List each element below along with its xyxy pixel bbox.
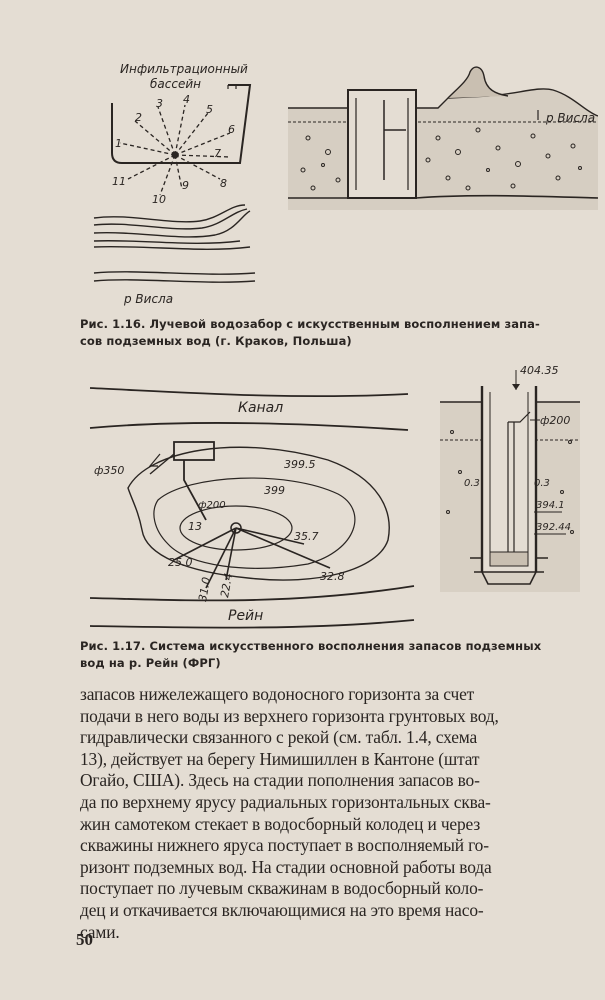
- elevation-bottom-label: 392.44: [536, 522, 571, 533]
- radial-number-10: 10: [152, 193, 166, 206]
- body-line: ризонт подземных вод. На стадии основной…: [80, 856, 492, 877]
- length-label-b: 32.8: [320, 570, 345, 583]
- width-right-label: 0.3: [534, 478, 550, 489]
- body-line: подачи в него воды из верхнего горизонта…: [80, 705, 499, 726]
- radial-number-1: 1: [115, 137, 122, 150]
- radial-number-9: 9: [182, 179, 189, 192]
- length-label-d: 31.0: [196, 576, 213, 602]
- body-line: дец и откачивается включающимися на это …: [80, 899, 484, 920]
- page-number: 50: [76, 930, 93, 949]
- well-count-label: 13: [188, 520, 202, 533]
- contour-outer-label: 399.5: [284, 458, 316, 471]
- width-left-label: 0.3: [464, 478, 480, 489]
- radial-number-3: 3: [156, 97, 163, 110]
- radial-number-5: 5: [206, 103, 213, 116]
- body-line: сами.: [80, 921, 120, 942]
- radial-number-4: 4: [183, 93, 190, 106]
- figure-1-16-caption-line1: Рис. 1.16. Лучевой водозабор с искусстве…: [80, 317, 540, 331]
- figure-1-16-section: р Висла: [288, 66, 598, 210]
- figure-1-17-well-section: 404.35 ф200 0.3 0.3 394.1 392.44: [440, 364, 580, 592]
- figure-1-16-caption-line2: сов подземных вод (г. Краков, Польша): [80, 334, 352, 348]
- body-line: Огайо, США). Здесь на стадии пополнения …: [80, 770, 480, 791]
- basin-label-line1: Инфильтрационный: [120, 62, 248, 76]
- figure-1-17-plan: Канал ф350 399.5 399 ф200 13 35.7 32.8 2…: [89, 387, 415, 629]
- body-paragraph: запасов нижележащего водоносного горизон…: [80, 684, 600, 943]
- river-label-left: р Висла: [123, 292, 173, 306]
- figure-1-17-caption-line1: Рис. 1.17. Система искусственного воспол…: [80, 639, 542, 653]
- pipe-diameter-label: ф350: [94, 464, 124, 477]
- figure-1-16-plan: Инфильтрационный бассейн 1 2 3 4 5 6: [93, 62, 256, 306]
- length-label-a: 35.7: [294, 530, 319, 543]
- figure-1-17-caption: Рис. 1.17. Система искусственного воспол…: [80, 638, 600, 672]
- body-line: поступает по лучевым скважинам в водосбо…: [80, 878, 484, 899]
- canal-label: Канал: [238, 400, 283, 416]
- body-line: запасов нижележащего водоносного горизон…: [80, 684, 475, 704]
- length-label-c: 22.4: [218, 572, 235, 598]
- figure-1-16-caption: Рис. 1.16. Лучевой водозабор с искусстве…: [80, 316, 600, 350]
- contour-inner-label: 399: [264, 484, 285, 497]
- figure-1-17-caption-line2: вод на р. Рейн (ФРГ): [80, 656, 221, 670]
- radial-number-11: 11: [112, 175, 126, 188]
- length-label-e: 25.0: [168, 556, 193, 569]
- basin-label-line2: бассейн: [150, 77, 201, 91]
- river-rhine-label: Рейн: [228, 608, 263, 624]
- diameter-200-label: ф200: [198, 500, 226, 511]
- body-line: жин самотеком стекает в водосборный коло…: [80, 813, 481, 834]
- body-line: 13), действует на берегу Нимишиллен в Ка…: [80, 748, 480, 769]
- body-line: скважины нижнего яруса поступает в воспо…: [80, 835, 489, 856]
- elevation-mid-label: 394.1: [536, 500, 565, 511]
- well-diameter-label: ф200: [540, 414, 570, 427]
- radial-number-6: 6: [228, 123, 235, 136]
- radial-number-8: 8: [220, 177, 227, 190]
- radial-number-2: 2: [135, 111, 142, 124]
- body-line: да по верхнему ярусу радиальных горизонт…: [80, 791, 491, 812]
- elevation-top-label: 404.35: [520, 364, 559, 377]
- radial-number-7: 7: [214, 147, 221, 160]
- river-label-right: р Висла: [545, 111, 595, 125]
- body-line: гидравлически связанного с рекой (см. та…: [80, 727, 478, 748]
